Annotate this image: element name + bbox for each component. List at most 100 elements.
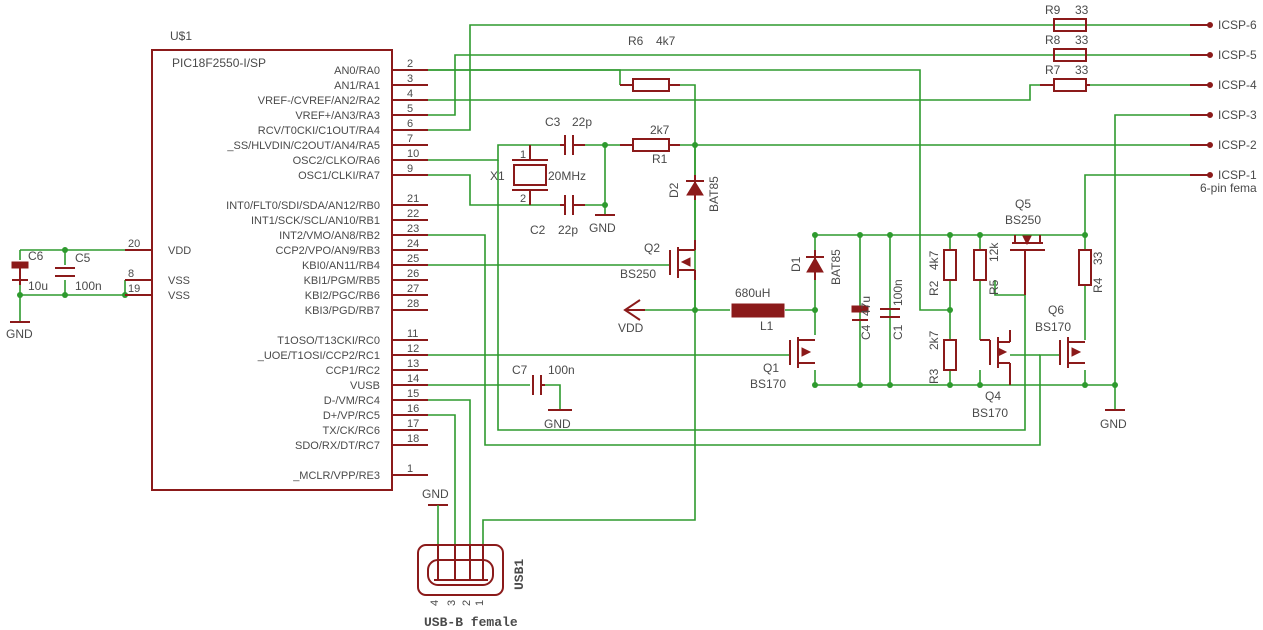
c3-value: 22p <box>572 115 592 129</box>
r6-label: R6 <box>628 34 644 48</box>
gnd-left: GND <box>6 310 33 341</box>
mcu-pin-20: VDD 20 <box>128 238 191 257</box>
r4-resistor: R4 33 <box>1078 249 1105 293</box>
mcu-pin-name: KBI2/PGC/RB6 <box>305 290 380 302</box>
mcu-pin-name: INT0/FLT0/SDI/SDA/AN12/RB0 <box>226 200 380 212</box>
mcu-pin-number: 16 <box>407 403 419 415</box>
mcu-pin-name: KBI3/PGD/RB7 <box>305 305 380 317</box>
usb-pin3: 3 <box>446 600 458 606</box>
r6-resistor: R6 4k7 <box>620 34 680 92</box>
c1-value: 100n <box>891 279 905 306</box>
l1-value: 680uH <box>735 286 770 300</box>
vdd-label: VDD <box>618 321 644 335</box>
c1-label: C1 <box>891 324 905 340</box>
mcu-pin-number: 28 <box>407 298 419 310</box>
q4-value: BS170 <box>972 406 1008 420</box>
mcu-pin-number: 25 <box>407 253 419 265</box>
c7-label: C7 <box>512 363 528 377</box>
c5-capacitor: C5 100n <box>55 251 102 293</box>
c2-label: C2 <box>530 223 546 237</box>
usb-pin2: 2 <box>461 600 473 606</box>
c7-capacitor: C7 100n GND <box>512 363 575 431</box>
mcu-pin-name: T1OSO/T13CKI/RC0 <box>277 335 380 347</box>
mcu-pin-number: 12 <box>407 343 419 355</box>
icsp-note: 6-pin fema <box>1200 181 1257 195</box>
q2-label: Q2 <box>644 241 660 255</box>
q4-transistor: Q4 BS170 <box>972 330 1040 420</box>
q6-label: Q6 <box>1048 303 1064 317</box>
r8-label: R8 <box>1045 33 1061 47</box>
r1-value: 2k7 <box>650 123 670 137</box>
q2-value: BS250 <box>620 267 656 281</box>
mcu-pin-number: 1 <box>407 463 413 475</box>
r7-resistor: R7 33 <box>1040 63 1090 92</box>
r3-value: 2k7 <box>927 330 941 350</box>
r2-label: R2 <box>927 280 941 296</box>
d2-diode: D2 BAT85 <box>667 175 721 212</box>
mcu-pin-number: 13 <box>407 358 419 370</box>
mcu-pin-name: _UOE/T1OSI/CCP2/RC1 <box>257 350 380 362</box>
icsp-4-label: ICSP-4 <box>1218 78 1257 92</box>
r2-resistor: R2 4k7 <box>927 249 957 296</box>
c6-value: 10u <box>28 279 48 293</box>
mcu-pin-number: 21 <box>407 193 419 205</box>
q5-label: Q5 <box>1015 197 1031 211</box>
mcu-pin-name: VREF+/AN3/RA3 <box>295 110 380 122</box>
mcu-pin-name: CCP1/RC2 <box>326 365 380 377</box>
mcu-pin-name: VREF-/CVREF/AN2/RA2 <box>258 95 380 107</box>
mcu-right-pins: AN0/RA02AN1/RA13VREF-/CVREF/AN2/RA24VREF… <box>226 58 428 482</box>
mcu-pin-name: KBI0/AN11/RB4 <box>302 260 380 272</box>
usb-pin4: 4 <box>429 600 441 606</box>
r4-value: 33 <box>1091 251 1105 265</box>
mcu-pin-name: RCV/T0CKI/C1OUT/RA4 <box>258 125 380 137</box>
icsp-6-label: ICSP-6 <box>1218 18 1257 32</box>
mcu-pin-name: SDO/RX/DT/RC7 <box>295 440 380 452</box>
c3-label: C3 <box>545 115 561 129</box>
mcu-pin-name: VSS <box>168 290 190 302</box>
mcu-pin-name: _SS/HLVDIN/C2OUT/AN4/RA5 <box>226 140 380 152</box>
icsp-5-label: ICSP-5 <box>1218 48 1257 62</box>
r5-label: R5 <box>987 279 1001 295</box>
r8-resistor: R8 33 <box>1045 33 1089 62</box>
q1-label: Q1 <box>763 361 779 375</box>
q6-value: BS170 <box>1035 320 1071 334</box>
c5-value: 100n <box>75 279 102 293</box>
c1-capacitor: C1 100n <box>880 279 905 340</box>
d1-value: BAT85 <box>829 249 843 285</box>
r1-resistor: 2k7 R1 <box>620 123 680 166</box>
c6-capacitor: C6 10u <box>11 249 48 293</box>
icsp-2-label: ICSP-2 <box>1218 138 1257 152</box>
mcu-pin-name: VDD <box>168 245 191 257</box>
l1-inductor: 680uH L1 <box>731 286 785 333</box>
mcu-ref: U$1 <box>170 29 192 43</box>
usb1-connector: GND 4 3 2 1 USB1 USB-B female <box>417 487 527 630</box>
icsp-connector: ICSP-6 ICSP-5 ICSP-4 ICSP-3 ICSP-2 ICSP-… <box>1190 18 1257 195</box>
r3-label: R3 <box>927 368 941 384</box>
r6-value: 4k7 <box>656 34 676 48</box>
mcu-pin-number: 17 <box>407 418 419 430</box>
mcu-pin-number: 20 <box>128 238 140 250</box>
mcu-pin-number: 8 <box>128 268 134 280</box>
x1-value: 20MHz <box>548 169 586 183</box>
mcu-pin-number: 22 <box>407 208 419 220</box>
l1-label: L1 <box>760 319 774 333</box>
mcu-pin-name: CCP2/VPO/AN9/RB3 <box>275 245 380 257</box>
x1-crystal: X1 20MHz 1 2 <box>490 145 586 205</box>
x1-pin1: 1 <box>520 149 526 161</box>
mcu-pin-number: 15 <box>407 388 419 400</box>
gnd-usb-label: GND <box>422 487 449 501</box>
